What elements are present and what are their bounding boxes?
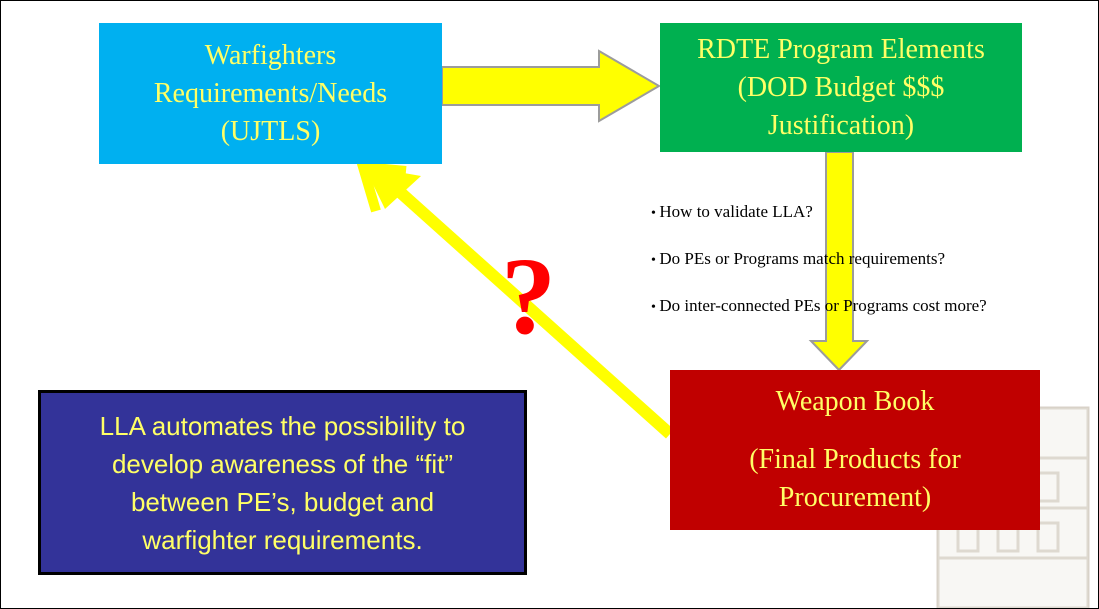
arrow-weapon-to-warfighters <box>356 161 675 439</box>
questions-list: How to validate LLA? Do PEs or Programs … <box>651 201 987 342</box>
warfighters-requirements-box: Warfighters Requirements/Needs (UJTLS) <box>99 23 442 164</box>
question-item: Do inter-connected PEs or Programs cost … <box>651 295 986 319</box>
question-item: Do PEs or Programs match requirements? <box>651 248 987 272</box>
lla-line-2: develop awareness of the “fit” <box>111 448 454 479</box>
weapon-book-line-2: Procurement) <box>778 482 932 513</box>
question-mark: ? <box>501 235 556 357</box>
rdte-line-1: RDTE Program Elements <box>697 33 985 65</box>
warfighters-line-1: Warfighters <box>204 39 337 71</box>
lla-line-4: warfighter requirements. <box>142 524 423 555</box>
arrow-warfighters-to-rdte <box>441 49 661 123</box>
question-item: How to validate LLA? <box>651 201 987 225</box>
weapon-book-box: Weapon Book (Final Products for Procurem… <box>670 370 1040 530</box>
lla-line-3: between PE’s, budget and <box>130 486 435 517</box>
rdte-line-3: Justification) <box>767 109 915 141</box>
warfighters-line-2: Requirements/Needs <box>153 77 388 109</box>
warfighters-line-3: (UJTLS) <box>220 115 321 147</box>
lla-line-1: LLA automates the possibility to <box>99 410 466 441</box>
weapon-book-line-1: (Final Products for <box>749 444 961 475</box>
rdte-program-elements-box: RDTE Program Elements (DOD Budget $$$ Ju… <box>660 23 1022 152</box>
lla-summary-box: LLA automates the possibility to develop… <box>38 390 527 575</box>
rdte-line-2: (DOD Budget $$$ <box>737 71 945 103</box>
weapon-book-title: Weapon Book <box>775 386 935 417</box>
